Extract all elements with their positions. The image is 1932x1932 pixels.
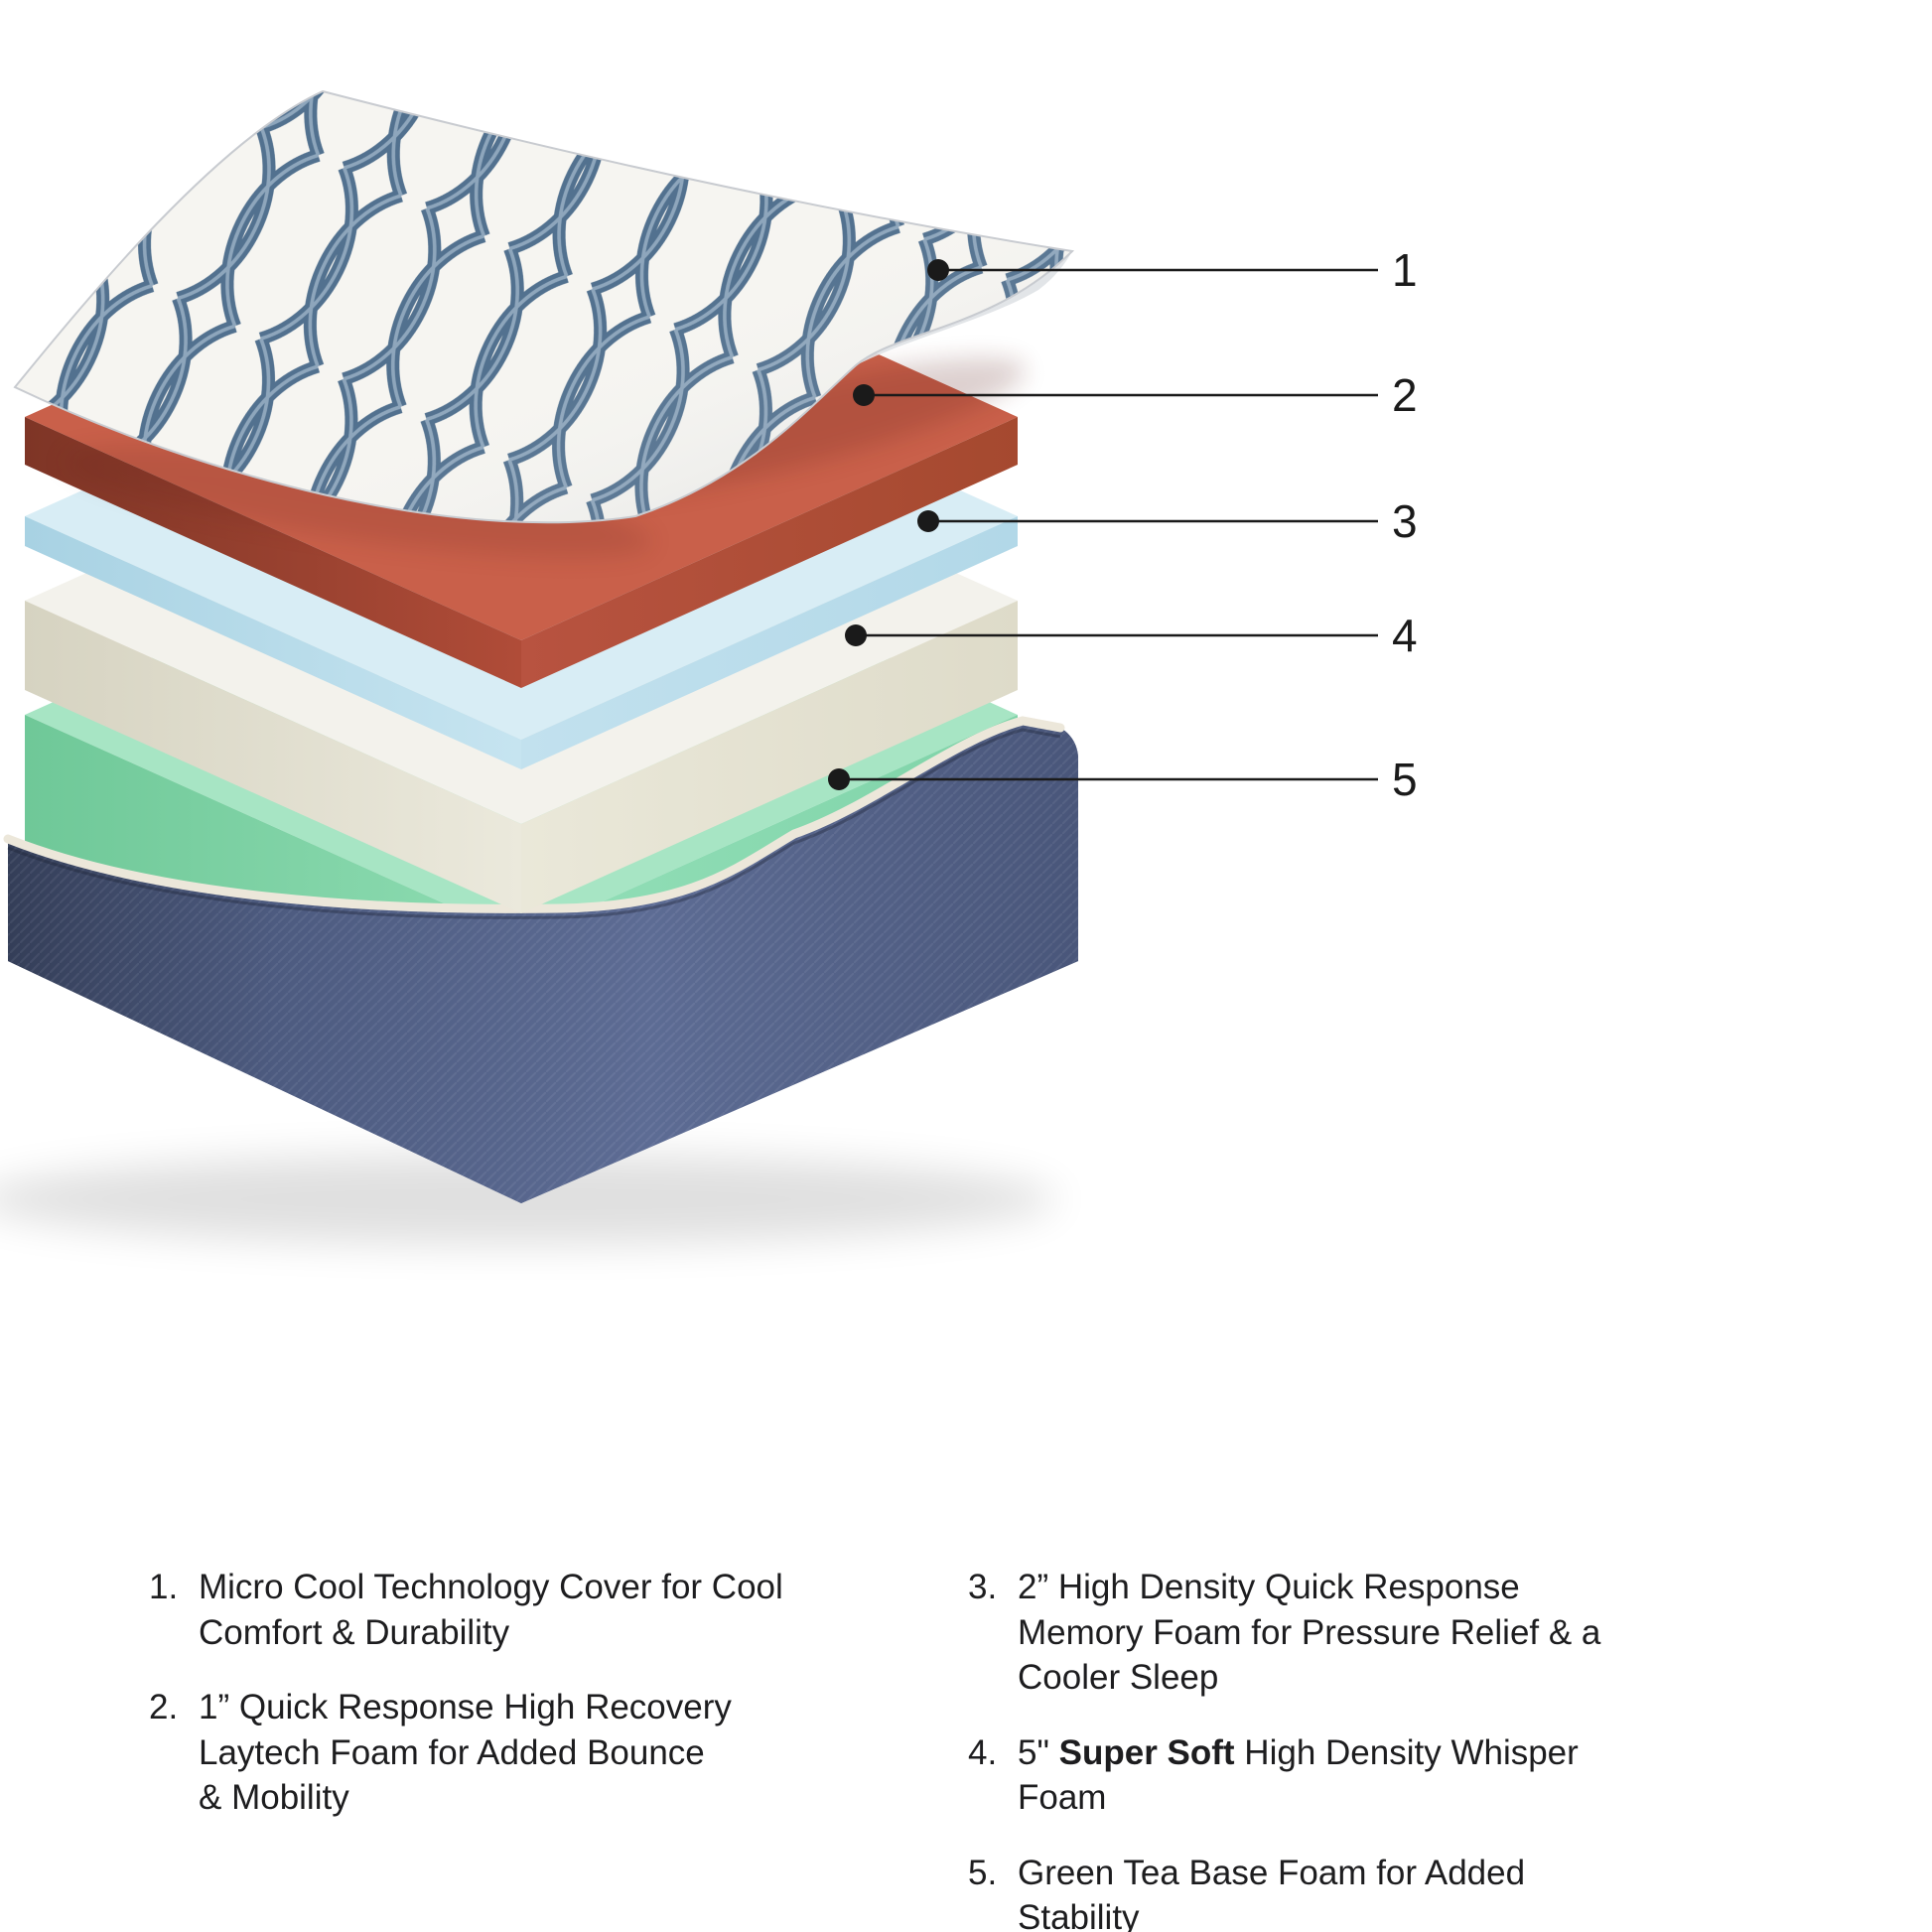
callout-number-1: 1 [1392, 244, 1418, 296]
legend-item-number: 3. [968, 1568, 998, 1606]
legend: 1. Micro Cool Technology Cover for Cool C… [149, 1565, 1623, 1932]
legend-item-text: Green Tea Base Foam for Added Stability [1018, 1853, 1526, 1932]
callout-annotations: 1 2 3 4 5 [828, 244, 1418, 805]
callout-dot-1 [927, 259, 949, 281]
legend-item-number: 1. [149, 1568, 179, 1606]
legend-item-number: 2. [149, 1688, 179, 1726]
legend-column-right: 3. 2” High Density Quick Response Memory … [968, 1565, 1623, 1932]
legend-item-text: 2” High Density Quick Response Memory Fo… [1018, 1568, 1601, 1697]
legend-column-left: 1. Micro Cool Technology Cover for Cool C… [149, 1565, 784, 1932]
legend-item-text: 5" Super Soft High Density Whisper Foam [1018, 1732, 1579, 1818]
callout-number-3: 3 [1392, 495, 1418, 547]
legend-item-number: 4. [968, 1732, 998, 1772]
callout-number-2: 2 [1392, 369, 1418, 421]
callout-dot-3 [917, 510, 939, 532]
layer-cover [13, 89, 1075, 524]
callout-dot-4 [845, 624, 867, 646]
callout-number-5: 5 [1392, 754, 1418, 805]
callout-number-4: 4 [1392, 610, 1418, 661]
base-front-wall [3, 716, 1078, 1203]
legend-item-2: 2. 1” Quick Response High Recovery Laytec… [149, 1685, 784, 1821]
legend-item-text: Micro Cool Technology Cover for Cool Com… [199, 1568, 783, 1652]
cover-curled-edge [856, 251, 1072, 365]
legend-item-number: 5. [968, 1853, 998, 1892]
legend-item-text: 1” Quick Response High Recovery Laytech … [199, 1688, 732, 1817]
callout-dot-2 [853, 384, 875, 406]
legend-item-3: 3. 2” High Density Quick Response Memory … [968, 1565, 1623, 1701]
legend-item-5: 5. Green Tea Base Foam for Added Stabilit… [968, 1851, 1623, 1932]
callout-dot-5 [828, 768, 850, 790]
base-fabric-lip [3, 716, 1065, 913]
legend-item-4: 4. 5" Super Soft High Density Whisper Foa… [968, 1730, 1623, 1821]
legend-item-1: 1. Micro Cool Technology Cover for Cool C… [149, 1565, 784, 1655]
